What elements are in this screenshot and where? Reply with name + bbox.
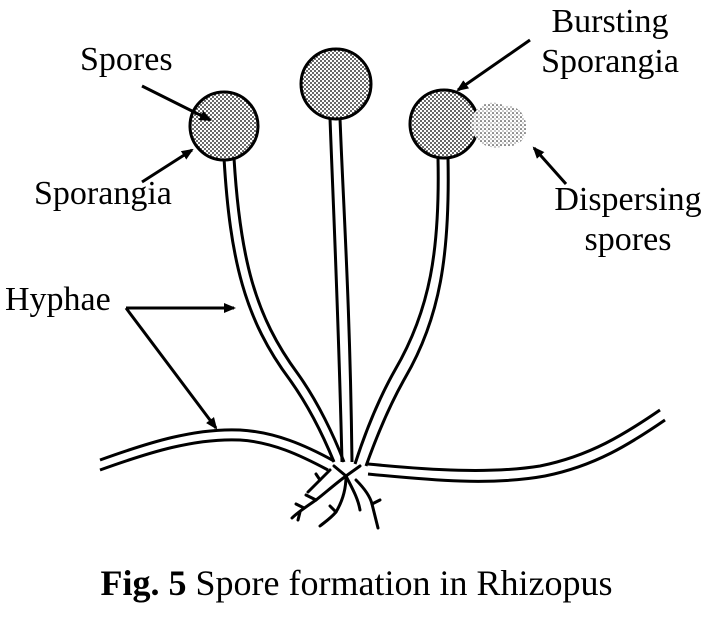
sporangiophore-left	[222, 157, 346, 463]
label-spores: Spores	[80, 41, 173, 78]
sporangia-arrow	[141, 148, 194, 184]
label-bursting-line1: Bursting	[551, 3, 669, 40]
arrows	[124, 38, 568, 430]
sporangiophore-right	[353, 157, 450, 467]
stolon-right	[367, 408, 666, 483]
dispersing-spores-arrow	[532, 146, 568, 185]
label-dispersing-line1: Dispersing	[554, 181, 702, 218]
sporangium-bursting	[408, 88, 480, 160]
sporangium-middle	[299, 47, 373, 121]
figure-number: Fig. 5	[100, 563, 187, 603]
figure-caption: Fig. 5 Spore formation in Rhizopus	[0, 562, 713, 604]
label-bursting-line2: Sporangia	[541, 43, 679, 80]
label-bursting-sporangia: Bursting Sporangia	[530, 2, 690, 82]
label-hyphae: Hyphae	[5, 281, 111, 318]
stolon-left	[99, 428, 335, 472]
label-sporangia: Sporangia	[34, 175, 172, 212]
figure-title: Spore formation in Rhizopus	[195, 563, 613, 603]
rhizoids	[290, 464, 382, 530]
spores-arrow	[141, 84, 212, 122]
hyphae-arrow-lower	[124, 307, 218, 430]
sporangium-left	[188, 90, 260, 162]
dispersing-spore-cloud	[471, 102, 527, 148]
label-dispersing-spores: Dispersing spores	[548, 180, 708, 260]
label-dispersing-line2: spores	[584, 221, 672, 258]
sporangiophore-middle	[328, 117, 354, 463]
bursting-sporangia-arrow	[456, 38, 531, 92]
